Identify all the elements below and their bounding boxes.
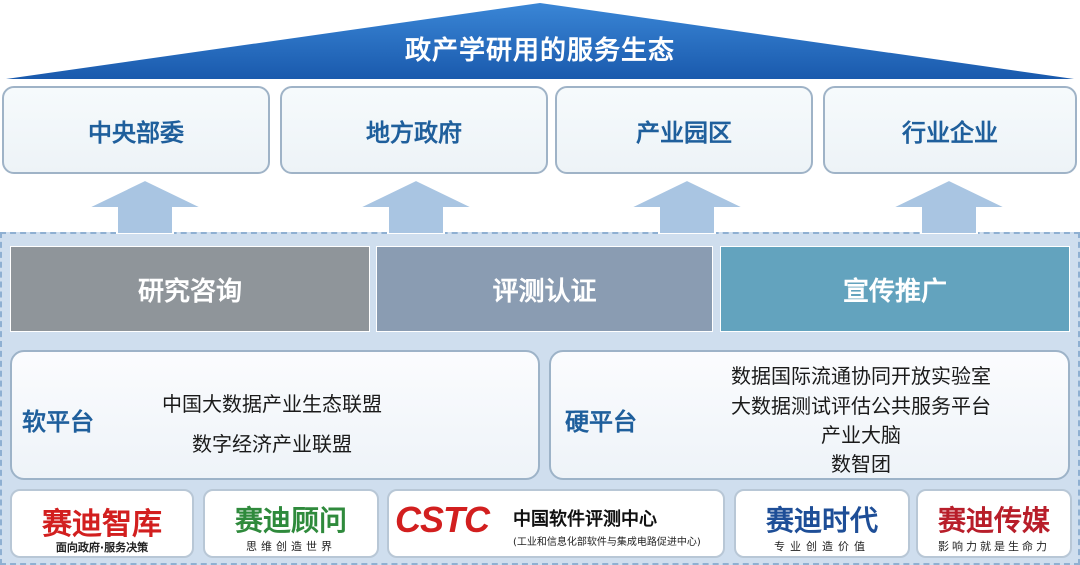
- stakeholder-enterprises: 行业企业: [823, 86, 1077, 174]
- cstc-logo-mark: CSTC: [395, 499, 490, 540]
- ecosystem-title: 政产学研用的服务生态: [404, 36, 675, 66]
- logo-slogan: 影响力就是生命力: [938, 540, 1050, 553]
- up-arrow-icon: [628, 178, 746, 234]
- logo-title: 赛迪时代: [765, 504, 878, 537]
- hard-platform-box: 硬平台 数据国际流通协同开放实验室 大数据测试评估公共服务平台 产业大脑 数智团: [549, 350, 1070, 480]
- logo-title: 赛迪传媒: [937, 504, 1050, 537]
- service-research-consulting: 研究咨询: [10, 246, 370, 332]
- up-arrow-icon: [357, 178, 475, 234]
- logo-slogan: 专业创造价值: [774, 540, 870, 553]
- logo-title: 赛迪顾问: [234, 504, 347, 537]
- hard-platform-label: 硬平台: [565, 408, 637, 436]
- logo-title: 赛迪智库: [42, 507, 162, 542]
- logo-ccid-consulting: 赛迪顾问 思维创造世界: [203, 489, 379, 558]
- hard-platform-item: 数据国际流通协同开放实验室: [731, 364, 991, 388]
- logo-ccid-media: 赛迪传媒 影响力就是生命力: [916, 489, 1072, 558]
- stakeholder-label: 地方政府: [366, 118, 462, 147]
- stakeholder-label: 产业园区: [636, 118, 732, 147]
- service-label: 评测认证: [492, 276, 597, 307]
- service-label: 研究咨询: [137, 276, 242, 307]
- cstc-logo-name: 中国软件评测中心: [513, 509, 657, 530]
- stakeholder-label: 行业企业: [902, 118, 998, 147]
- soft-platform-item: 数字经济产业联盟: [192, 432, 352, 456]
- roof-shape: [6, 3, 1074, 79]
- hard-platform-item: 数智团: [831, 452, 891, 476]
- service-promotion: 宣传推广: [720, 246, 1070, 332]
- logo-slogan: (工业和信息化部软件与集成电路促进中心): [513, 537, 701, 548]
- hard-platform-item: 产业大脑: [821, 423, 901, 447]
- stakeholder-local-government: 地方政府: [280, 86, 548, 174]
- service-label: 宣传推广: [842, 276, 947, 307]
- logo-ccid-times: 赛迪时代 专业创造价值: [734, 489, 910, 558]
- soft-platform-item: 中国大数据产业生态联盟: [162, 392, 382, 416]
- up-arrow-icon: [890, 178, 1008, 234]
- stakeholder-label: 中央部委: [88, 118, 184, 147]
- logo-slogan: 思维创造世界: [246, 540, 336, 553]
- stakeholder-industrial-parks: 产业园区: [555, 86, 813, 174]
- stakeholder-central-ministries: 中央部委: [2, 86, 270, 174]
- logo-ccid-think-tank: 赛迪智库 面向政府·服务决策: [10, 489, 194, 558]
- logo-slogan: 面向政府·服务决策: [55, 541, 149, 554]
- logo-cstc: CSTC 中国软件评测中心 (工业和信息化部软件与集成电路促进中心): [387, 489, 725, 558]
- soft-platform-label: 软平台: [22, 408, 94, 436]
- hard-platform-item: 大数据测试评估公共服务平台: [731, 394, 991, 418]
- up-arrow-icon: [86, 178, 204, 234]
- soft-platform-box: 软平台 中国大数据产业生态联盟 数字经济产业联盟: [10, 350, 540, 480]
- service-testing-certification: 评测认证: [376, 246, 713, 332]
